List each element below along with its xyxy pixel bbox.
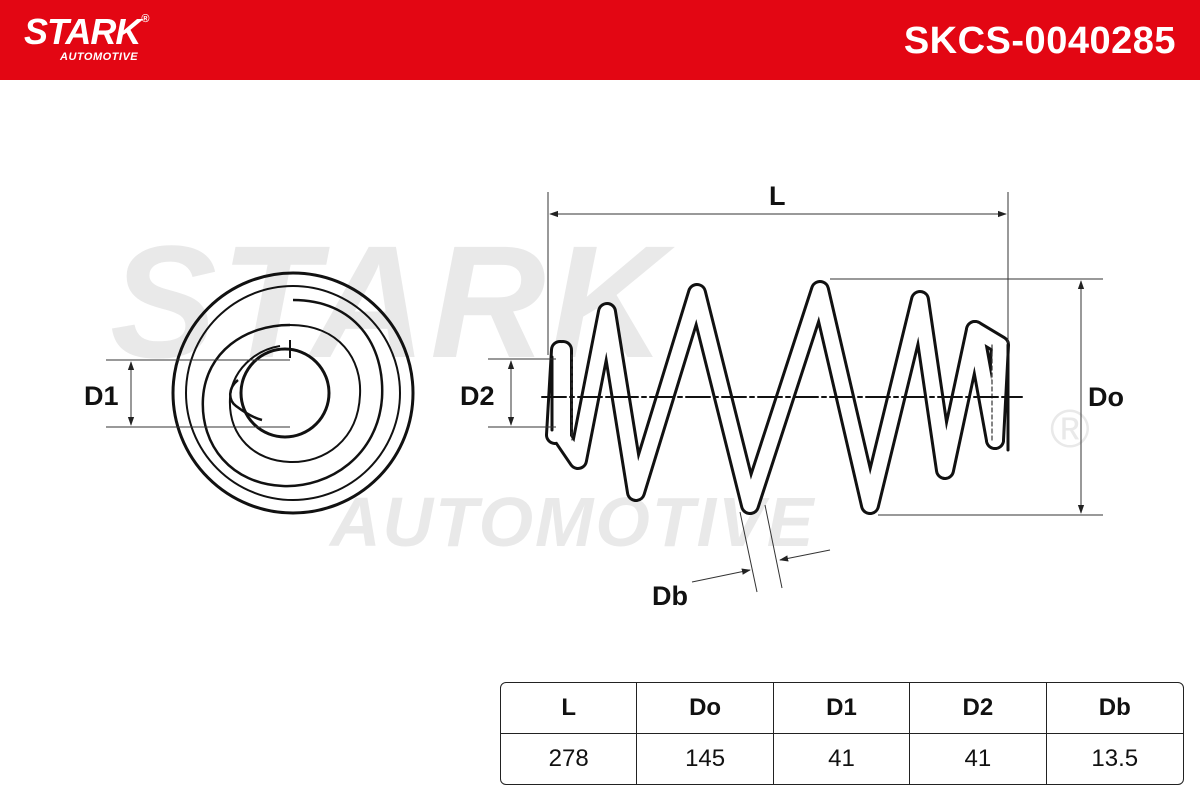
brand-name: STARK [24,11,141,52]
specs-value-do: 145 [637,734,774,784]
spring-diagram: D1 L D2 [84,181,1124,611]
db-dimension [691,504,831,593]
spring-end-view [171,271,415,515]
brand-subtitle: AUTOMOTIVE [60,51,139,63]
d1-label: D1 [84,381,119,411]
header-bar: STARK® AUTOMOTIVE SKCS-0040285 [0,0,1200,80]
specs-value-d1: 41 [774,734,911,784]
specs-header-d1: D1 [773,683,911,734]
specs-header-db: Db [1046,683,1183,734]
l-dimension [547,192,1009,355]
d1-dimension [106,359,290,428]
brand-registered-mark: ® [141,13,150,25]
db-label: Db [652,581,688,611]
d2-label: D2 [460,381,495,411]
do-dimension [830,278,1103,516]
specs-header-l: L [501,683,638,734]
specs-value-row: 278 145 41 41 13.5 [501,734,1183,784]
part-number: SKCS-0040285 [903,20,1176,62]
l-label: L [769,181,786,211]
spring-side-view [541,280,1023,515]
do-label: Do [1088,382,1124,412]
specs-header-row: L Do D1 D2 Db [501,683,1183,734]
specs-header-d2: D2 [910,683,1047,734]
specs-table: L Do D1 D2 Db 278 145 41 41 13.5 [500,682,1184,785]
brand-logo: STARK® AUTOMOTIVE [24,14,149,63]
specs-header-do: Do [637,683,774,734]
d2-dimension [488,358,556,428]
specs-value-db: 13.5 [1091,745,1139,772]
specs-value-l: 278 [501,734,638,784]
specs-value-d2: 41 [910,734,1047,784]
